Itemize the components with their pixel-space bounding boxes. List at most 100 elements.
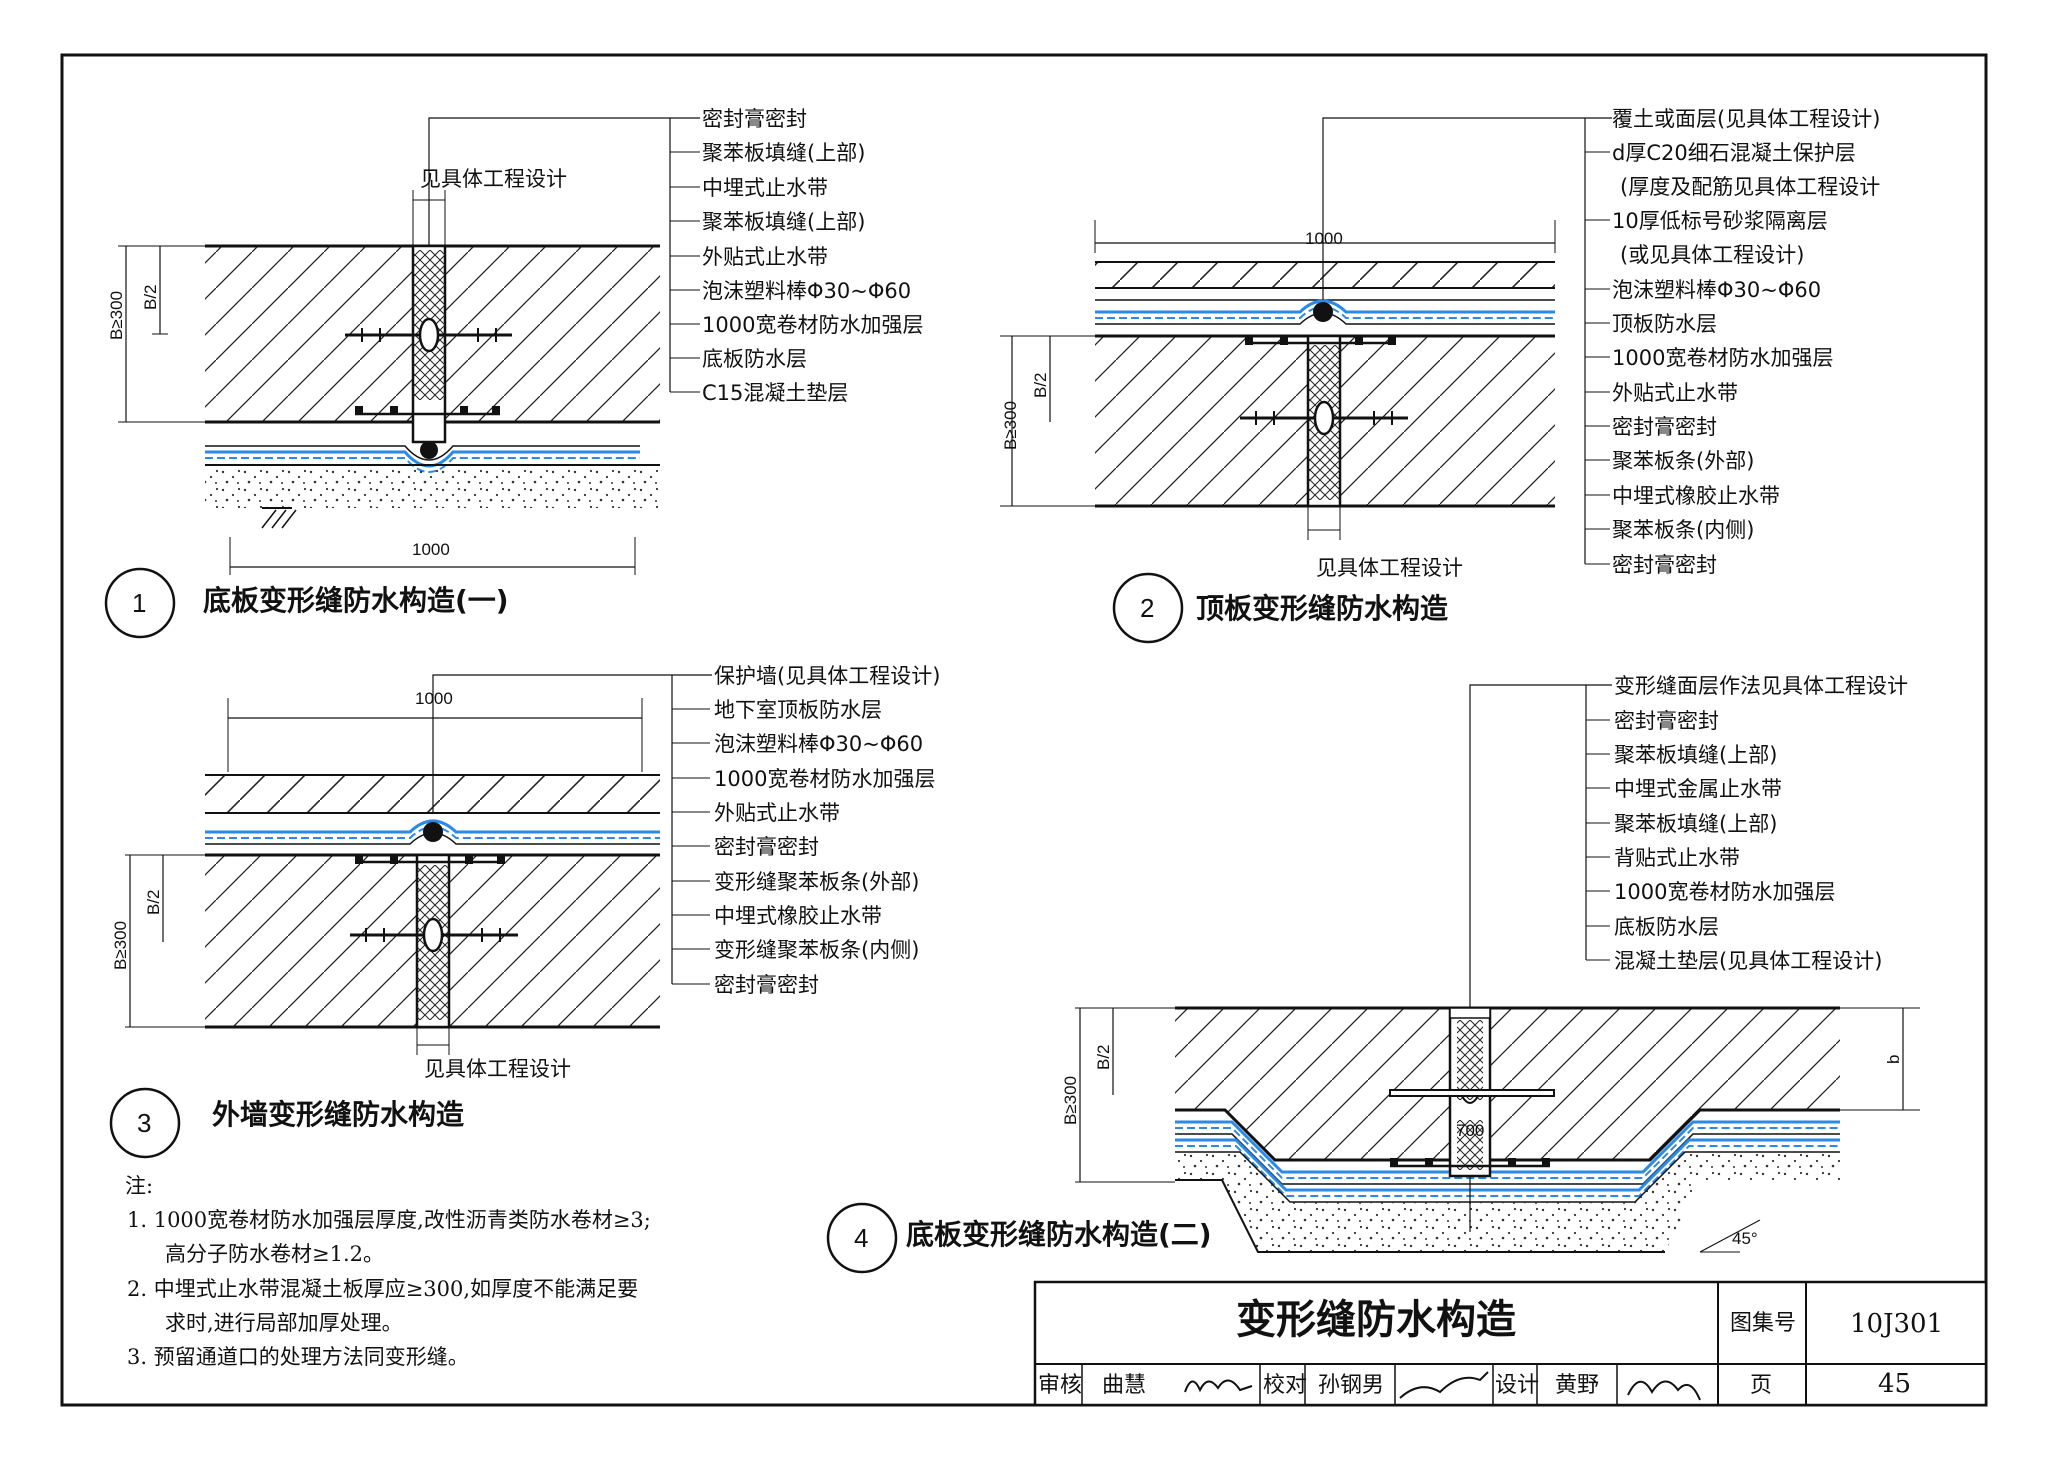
notes-line: 2. 中埋式止水带混凝土板厚应≥300,如厚度不能满足要 [127, 1277, 638, 1301]
detail1-callout: 聚苯板填缝(上部) [702, 210, 865, 234]
detail-4: B≥300 B/2 b 700 45° 变形缝面层作法见具体工程设计 密封膏密封… [826, 674, 1920, 1274]
detail3-callout: 中埋式橡胶止水带 [714, 904, 882, 928]
detail2-dim-half: B/2 [1031, 372, 1050, 398]
detail1-cushion [205, 465, 660, 508]
detail2-number: 2 [1140, 593, 1154, 623]
detail2-number-circle [1112, 572, 1184, 644]
detail3-callout: 1000宽卷材防水加强层 [714, 767, 935, 791]
detail2-callout: 顶板防水层 [1612, 312, 1717, 336]
detail1-title: 底板变形缝防水构造(一) [203, 584, 509, 617]
detail3-callout: 外贴式止水带 [714, 801, 840, 825]
detail2-callout: 密封膏密封 [1612, 553, 1717, 577]
detail3-dim-thick: B≥300 [111, 921, 130, 970]
detail2-callout: (厚度及配筋见具体工程设计 [1620, 175, 1880, 199]
detail3-dim-half: B/2 [144, 889, 163, 915]
page-number: 45 [1878, 1369, 1911, 1399]
review-signature [1184, 1379, 1253, 1393]
detail3-number: 3 [137, 1108, 151, 1138]
design-name: 黄野 [1555, 1373, 1599, 1398]
notes-heading: 注: [125, 1174, 153, 1198]
detail4-callout: 1000宽卷材防水加强层 [1614, 880, 1835, 904]
detail1-number: 1 [132, 588, 146, 618]
detail3-membrane [205, 819, 660, 834]
detail3-callout: 泡沫塑料棒Φ30~Φ60 [714, 732, 923, 756]
detail4-callout: 变形缝面层作法见具体工程设计 [1614, 674, 1908, 698]
detail2-callout: 中埋式橡胶止水带 [1612, 484, 1780, 508]
detail-2: 1000 B≥300 B/2 见具体工程设计 覆土或面层(见具体工程设计) d厚… [1000, 107, 1880, 644]
detail1-callout: 泡沫塑料棒Φ30~Φ60 [702, 279, 911, 303]
page-label: 页 [1750, 1373, 1772, 1398]
detail4-callouts: 变形缝面层作法见具体工程设计 密封膏密封 聚苯板填缝(上部) 中埋式金属止水带 … [1586, 674, 1908, 973]
detail2-callout: 1000宽卷材防水加强层 [1612, 346, 1833, 370]
detail3-callout: 密封膏密封 [714, 973, 819, 997]
notes: 注: 1. 1000宽卷材防水加强层厚度,改性沥青类防水卷材≥3; 高分子防水卷… [125, 1174, 651, 1369]
detail2-callout: (或见具体工程设计) [1620, 243, 1804, 267]
detail3-title: 外墙变形缝防水构造 [212, 1098, 464, 1131]
design-signature [1627, 1380, 1701, 1401]
detail1-callout: C15混凝土垫层 [702, 381, 848, 405]
detail2-note-label: 见具体工程设计 [1316, 556, 1463, 580]
detail1-number-circle [104, 567, 176, 639]
detail4-dim-700: 700 [1456, 1121, 1484, 1140]
detail2-callout: 聚苯板条(外部) [1612, 449, 1754, 473]
detail1-waterstop-bulb [418, 317, 440, 353]
detail3-callout: 地下室顶板防水层 [714, 698, 882, 722]
detail3-callout: 变形缝聚苯板条(外部) [714, 870, 919, 894]
detail3-dim-width: 1000 [415, 689, 453, 708]
detail4-number: 4 [854, 1223, 868, 1253]
design-label: 设计 [1495, 1373, 1539, 1398]
detail4-joint-filler [1457, 1020, 1483, 1100]
detail4-dim-half: B/2 [1094, 1044, 1113, 1070]
detail4-callout: 中埋式金属止水带 [1614, 777, 1782, 801]
detail4-callout: 密封膏密封 [1614, 709, 1719, 733]
detail4-title: 底板变形缝防水构造(二) [906, 1218, 1212, 1251]
detail1-callout: 密封膏密封 [702, 107, 807, 131]
notes-line: 求时,进行局部加厚处理。 [165, 1311, 403, 1335]
title-block: 变形缝防水构造 图集号 10J301 页 45 审核 曲慧 校对 孙钢男 设计 … [1033, 1280, 1988, 1407]
detail2-callout: 覆土或面层(见具体工程设计) [1612, 107, 1880, 131]
check-label: 校对 [1263, 1373, 1307, 1398]
detail2-membrane [1095, 299, 1555, 314]
detail-1: B≥300 B/2 1000 见具体工程设计 密封膏密封 聚苯板填缝(上部) 中… [104, 107, 923, 639]
review-label: 审核 [1038, 1373, 1082, 1398]
detail4-dim-b: b [1884, 1055, 1903, 1064]
detail2-callouts: 覆土或面层(见具体工程设计) d厚C20细石混凝土保护层 (厚度及配筋见具体工程… [1585, 107, 1880, 577]
detail2-dim-width: 1000 [1305, 229, 1343, 248]
detail2-callout: 10厚低标号砂浆隔离层 [1612, 209, 1828, 233]
detail1-dim-width: 1000 [412, 540, 450, 559]
detail3-callouts: 保护墙(见具体工程设计) 地下室顶板防水层 泡沫塑料棒Φ30~Φ60 1000宽… [672, 664, 940, 997]
detail1-dim-half: B/2 [141, 284, 160, 310]
detail4-dim-thick: B≥300 [1061, 1076, 1080, 1125]
detail3-callout: 密封膏密封 [714, 835, 819, 859]
detail1-note-label: 见具体工程设计 [420, 167, 567, 191]
detail4-angle: 45° [1732, 1229, 1758, 1248]
detail4-membrane [1175, 1138, 1840, 1192]
notes-line: 1. 1000宽卷材防水加强层厚度,改性沥青类防水卷材≥3; [127, 1208, 651, 1232]
detail4-callout: 聚苯板填缝(上部) [1614, 812, 1777, 836]
detail2-title: 顶板变形缝防水构造 [1196, 592, 1448, 625]
detail2-callout: 密封膏密封 [1612, 415, 1717, 439]
detail4-callout: 背贴式止水带 [1614, 846, 1740, 870]
detail2-callout: 聚苯板条(内侧) [1612, 518, 1754, 542]
detail4-number-circle [826, 1202, 898, 1274]
detail1-dim-thick: B≥300 [107, 291, 126, 340]
detail1-callouts: 密封膏密封 聚苯板填缝(上部) 中埋式止水带 聚苯板填缝(上部) 外贴式止水带 … [670, 107, 923, 405]
detail2-callout: d厚C20细石混凝土保护层 [1612, 141, 1856, 165]
check-signature [1399, 1371, 1489, 1399]
notes-line: 高分子防水卷材≥1.2。 [165, 1242, 384, 1266]
detail4-cushion [1175, 1152, 1840, 1252]
detail1-callout: 底板防水层 [702, 347, 807, 371]
detail4-callout: 底板防水层 [1614, 915, 1719, 939]
detail4-slab [1175, 1008, 1840, 1160]
atlas-code: 10J301 [1850, 1309, 1943, 1339]
detail1-callout: 聚苯板填缝(上部) [702, 141, 865, 165]
detail3-note-label: 见具体工程设计 [424, 1057, 571, 1081]
check-name: 孙钢男 [1318, 1373, 1384, 1398]
detail4-callout: 混凝土垫层(见具体工程设计) [1614, 949, 1882, 973]
sheet-border [60, 53, 1988, 1407]
detail1-callout: 1000宽卷材防水加强层 [702, 313, 923, 337]
detail2-callout: 泡沫塑料棒Φ30~Φ60 [1612, 278, 1821, 302]
detail3-number-circle [109, 1087, 181, 1159]
drawing-title: 变形缝防水构造 [1236, 1297, 1516, 1343]
